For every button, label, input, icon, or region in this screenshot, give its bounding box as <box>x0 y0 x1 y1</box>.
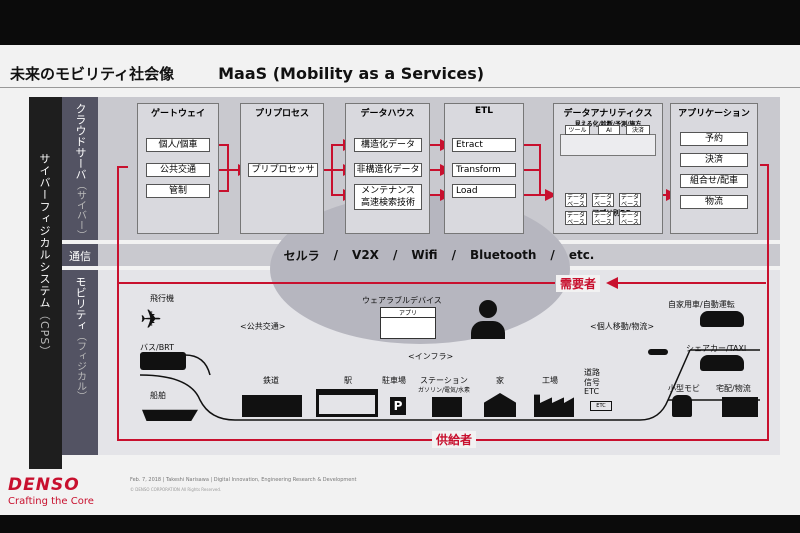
bus-label: バス/BRT <box>140 343 175 352</box>
app-logistics: 物流 <box>680 195 748 209</box>
ai-item: AI <box>598 125 620 135</box>
datahouse-header: データハウス <box>360 109 415 119</box>
etl-load: Load <box>452 184 516 198</box>
footer-copyright: © DENSO CORPORATION All Rights Reserved. <box>130 487 222 492</box>
public-transport-label: <公共交通> <box>240 322 286 331</box>
airplane-label: 飛行機 <box>150 294 174 303</box>
db-4: データ ベース <box>565 211 587 225</box>
train-icon <box>242 395 302 417</box>
etl-extract: Etract <box>452 138 516 152</box>
service-station-sub: ガソリン/電気/水素 <box>418 387 471 394</box>
bus-icon <box>140 352 186 370</box>
signal-label: 信号 <box>584 378 600 387</box>
traffic-signal-icon <box>648 349 668 355</box>
station-icon <box>316 389 378 417</box>
ship-icon <box>142 409 198 421</box>
gateway-item-control: 管制 <box>146 184 210 198</box>
road-label: 道路 <box>584 368 600 377</box>
comm-bluetooth: Bluetooth <box>469 248 537 262</box>
cps-column <box>29 97 62 469</box>
app-reservation: 予約 <box>680 132 748 146</box>
brand-tagline: Crafting the Core <box>8 496 94 507</box>
house-label: 家 <box>496 376 504 385</box>
delivery-truck-icon <box>722 397 758 417</box>
parking-label: 駐車場 <box>382 376 406 385</box>
analytics-tools-box <box>560 134 656 156</box>
footer-note: Feb. 7, 2018 | Takeshi Narisawa | Digita… <box>130 477 357 483</box>
db-1: データ ベース <box>565 193 587 207</box>
title-divider <box>0 87 800 88</box>
comm-sep-4: / <box>550 248 555 262</box>
ship-label: 船舶 <box>150 391 166 400</box>
tool-item: ツール <box>565 125 590 135</box>
cps-label: サイバーフィジカルシステム（CPS） <box>38 153 51 358</box>
gateway-item-personal: 個人/個車 <box>146 138 210 152</box>
comm-v2x: V2X <box>352 248 379 262</box>
infra-label: <インフラ> <box>408 352 454 361</box>
brand-logo: DENSO <box>8 475 80 495</box>
datahouse-maintenance: メンテナンス高速検索技術 <box>354 184 422 210</box>
station-label: 駅 <box>344 376 352 385</box>
db-5: データ ベース <box>592 211 614 225</box>
comm-label: 通信 <box>62 244 98 266</box>
payment-tool-item: 決済 <box>626 125 650 135</box>
comm-row: セルラ / V2X / Wifi / Bluetooth / etc. <box>98 244 780 266</box>
service-station-label: ステーション <box>420 376 468 385</box>
rail-label: 鉄道 <box>263 376 279 385</box>
small-mobility-label: 小型モビ <box>668 384 700 393</box>
footer: DENSO Crafting the Core Feb. 7, 2018 | T… <box>0 469 800 515</box>
slide: 未来のモビリティ社会像 MaaS (Mobility as a Services)… <box>0 45 800 515</box>
own-car-label: 自家用車/自動運転 <box>668 300 735 309</box>
analytics-sub: 見える化/診断/予測/施方 <box>554 119 662 128</box>
small-mobility-icon <box>672 395 692 417</box>
title-text: 未来のモビリティ社会像 <box>10 65 175 83</box>
sharecar-icon <box>700 355 744 371</box>
delivery-label: 宅配/物流 <box>716 384 751 393</box>
factory-label: 工場 <box>542 376 558 385</box>
demand-label: 需要者 <box>556 275 601 292</box>
airplane-icon: ✈ <box>140 305 162 335</box>
subtitle-text: MaaS (Mobility as a Services) <box>218 64 485 83</box>
slide-title: 未来のモビリティ社会像 MaaS (Mobility as a Services) <box>10 63 484 84</box>
app-dispatch: 組合せ/配車 <box>680 174 748 188</box>
datahouse-structured: 構造化データ <box>354 138 422 152</box>
comm-cellular: セルラ <box>283 248 320 263</box>
db-6: データ ベース <box>619 211 641 225</box>
gateway-header: ゲートウェイ <box>150 109 205 119</box>
supply-label: 供給者 <box>432 431 477 448</box>
comm-wifi: Wifi <box>411 248 438 262</box>
db-2: データ ベース <box>592 193 614 207</box>
gateway-item-public: 公共交通 <box>146 163 210 177</box>
wearable-label: ウェアラブルデバイス <box>362 296 442 305</box>
arrow-pre-dh1 <box>322 139 355 171</box>
apps-column: アプリケーション <box>670 103 758 234</box>
sharecar-label: シェアカー/TAXI <box>686 344 747 353</box>
etl-transform: Transform <box>452 163 516 177</box>
etl-header: ETL <box>474 106 494 116</box>
car-icon <box>700 311 744 327</box>
preprocess-header: プリプロセス <box>254 109 309 119</box>
db-3: データ ベース <box>619 193 641 207</box>
gas-station-icon <box>432 397 462 417</box>
preprocessor-item: プリプロセッサ <box>248 163 318 177</box>
cloud-label: クラウドサーバ（サイバー） <box>62 97 98 240</box>
etc-road-label: ETC <box>584 387 600 396</box>
analytics-header: データアナリティクス <box>563 109 653 119</box>
apps-header: アプリケーション <box>678 109 750 119</box>
parking-icon: P <box>390 397 406 415</box>
wearable-device-icon: アプリ <box>380 307 436 339</box>
comm-sep-3: / <box>451 248 456 262</box>
comm-sep-2: / <box>392 248 398 262</box>
person-icon <box>470 300 506 340</box>
personal-mobility-label: <個人移動/物流> <box>590 322 655 331</box>
comm-sep-1: / <box>333 248 339 262</box>
datahouse-unstructured: 非構造化データ <box>354 163 422 177</box>
etc-gate-icon: ETC <box>590 401 612 411</box>
app-payment: 決済 <box>680 153 748 167</box>
comm-etc: etc. <box>568 248 595 262</box>
mobility-label: モビリティ（フィジカル） <box>62 270 98 455</box>
